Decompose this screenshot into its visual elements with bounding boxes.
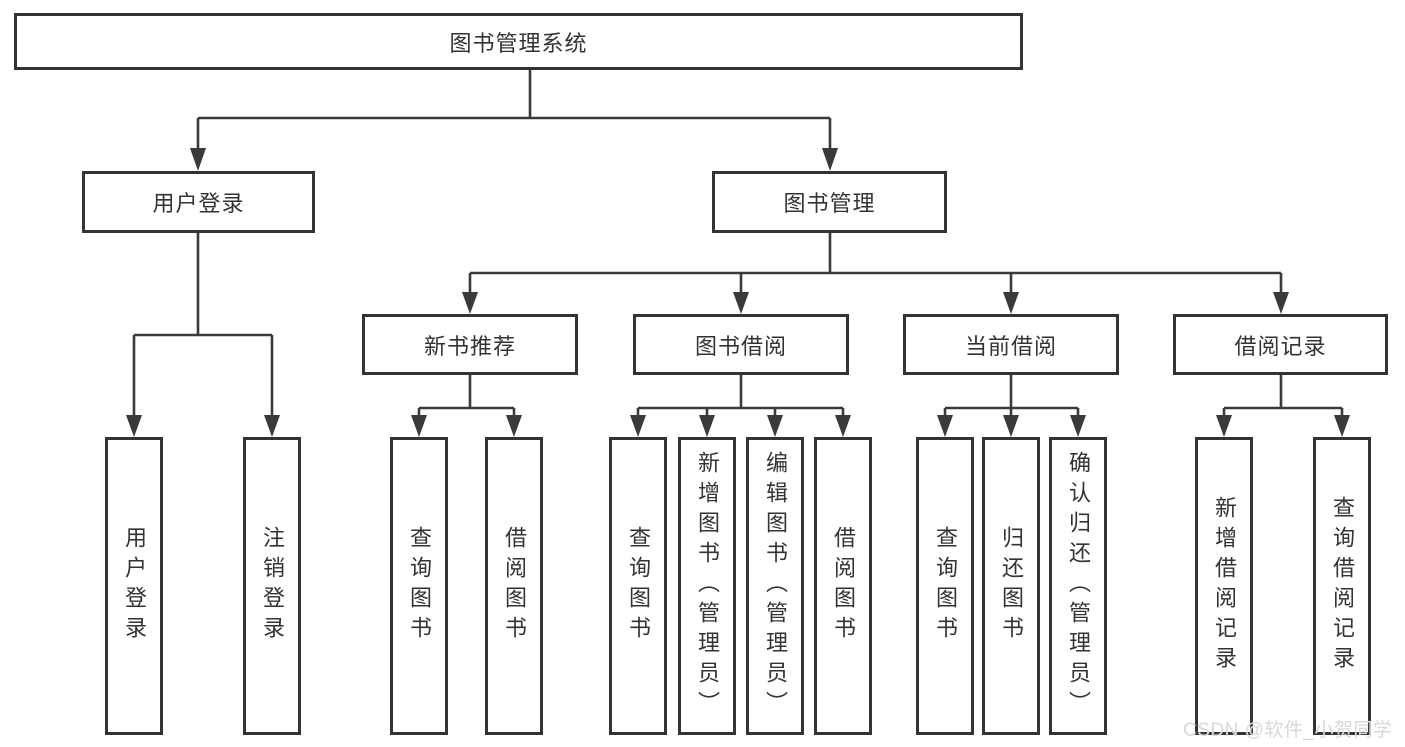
node-new-book-recommend: 新书推荐: [362, 314, 578, 375]
leaf-label: 用户登录: [122, 526, 147, 646]
node-leaf-edit-book-admin: 编辑图书（管理员）: [746, 437, 804, 735]
node-leaf-query-book-1: 查询图书: [390, 437, 448, 735]
node-leaf-user-login: 用户登录: [105, 437, 163, 735]
node-book-borrow: 图书借阅: [633, 314, 849, 375]
leaf-label: 新增借阅记录: [1212, 496, 1237, 676]
leaf-label: 查询借阅记录: [1330, 496, 1355, 676]
node-leaf-query-book-3: 查询图书: [916, 437, 974, 735]
leaf-label: 查询图书: [933, 526, 958, 646]
leaf-label: 借阅图书: [831, 526, 856, 646]
leaf-label: 查询图书: [407, 526, 432, 646]
leaf-label: 新增图书（管理员）: [695, 451, 720, 721]
node-current-borrow: 当前借阅: [903, 314, 1119, 375]
leaf-label: 编辑图书（管理员）: [763, 451, 788, 721]
node-leaf-add-borrow-record: 新增借阅记录: [1195, 437, 1253, 735]
node-leaf-logout: 注销登录: [243, 437, 301, 735]
node-library-management-system: 图书管理系统: [14, 13, 1023, 70]
leaf-label: 注销登录: [260, 526, 285, 646]
node-leaf-confirm-return-admin: 确认归还（管理员）: [1049, 437, 1107, 735]
node-leaf-query-borrow-record: 查询借阅记录: [1313, 437, 1371, 735]
node-book-management-module: 图书管理: [712, 171, 947, 233]
leaf-label: 确认归还（管理员）: [1066, 451, 1091, 721]
node-leaf-return-book: 归还图书: [982, 437, 1040, 735]
node-borrow-record: 借阅记录: [1173, 314, 1388, 375]
leaf-label: 借阅图书: [502, 526, 527, 646]
leaf-label: 归还图书: [999, 526, 1024, 646]
node-user-login-module: 用户登录: [82, 171, 315, 233]
node-leaf-borrow-book-1: 借阅图书: [485, 437, 543, 735]
node-leaf-query-book-2: 查询图书: [609, 437, 667, 735]
node-leaf-add-book-admin: 新增图书（管理员）: [678, 437, 736, 735]
leaf-label: 查询图书: [626, 526, 651, 646]
node-leaf-borrow-book-2: 借阅图书: [814, 437, 872, 735]
csdn-watermark: CSDN @软件_小贺同学: [1183, 720, 1393, 741]
